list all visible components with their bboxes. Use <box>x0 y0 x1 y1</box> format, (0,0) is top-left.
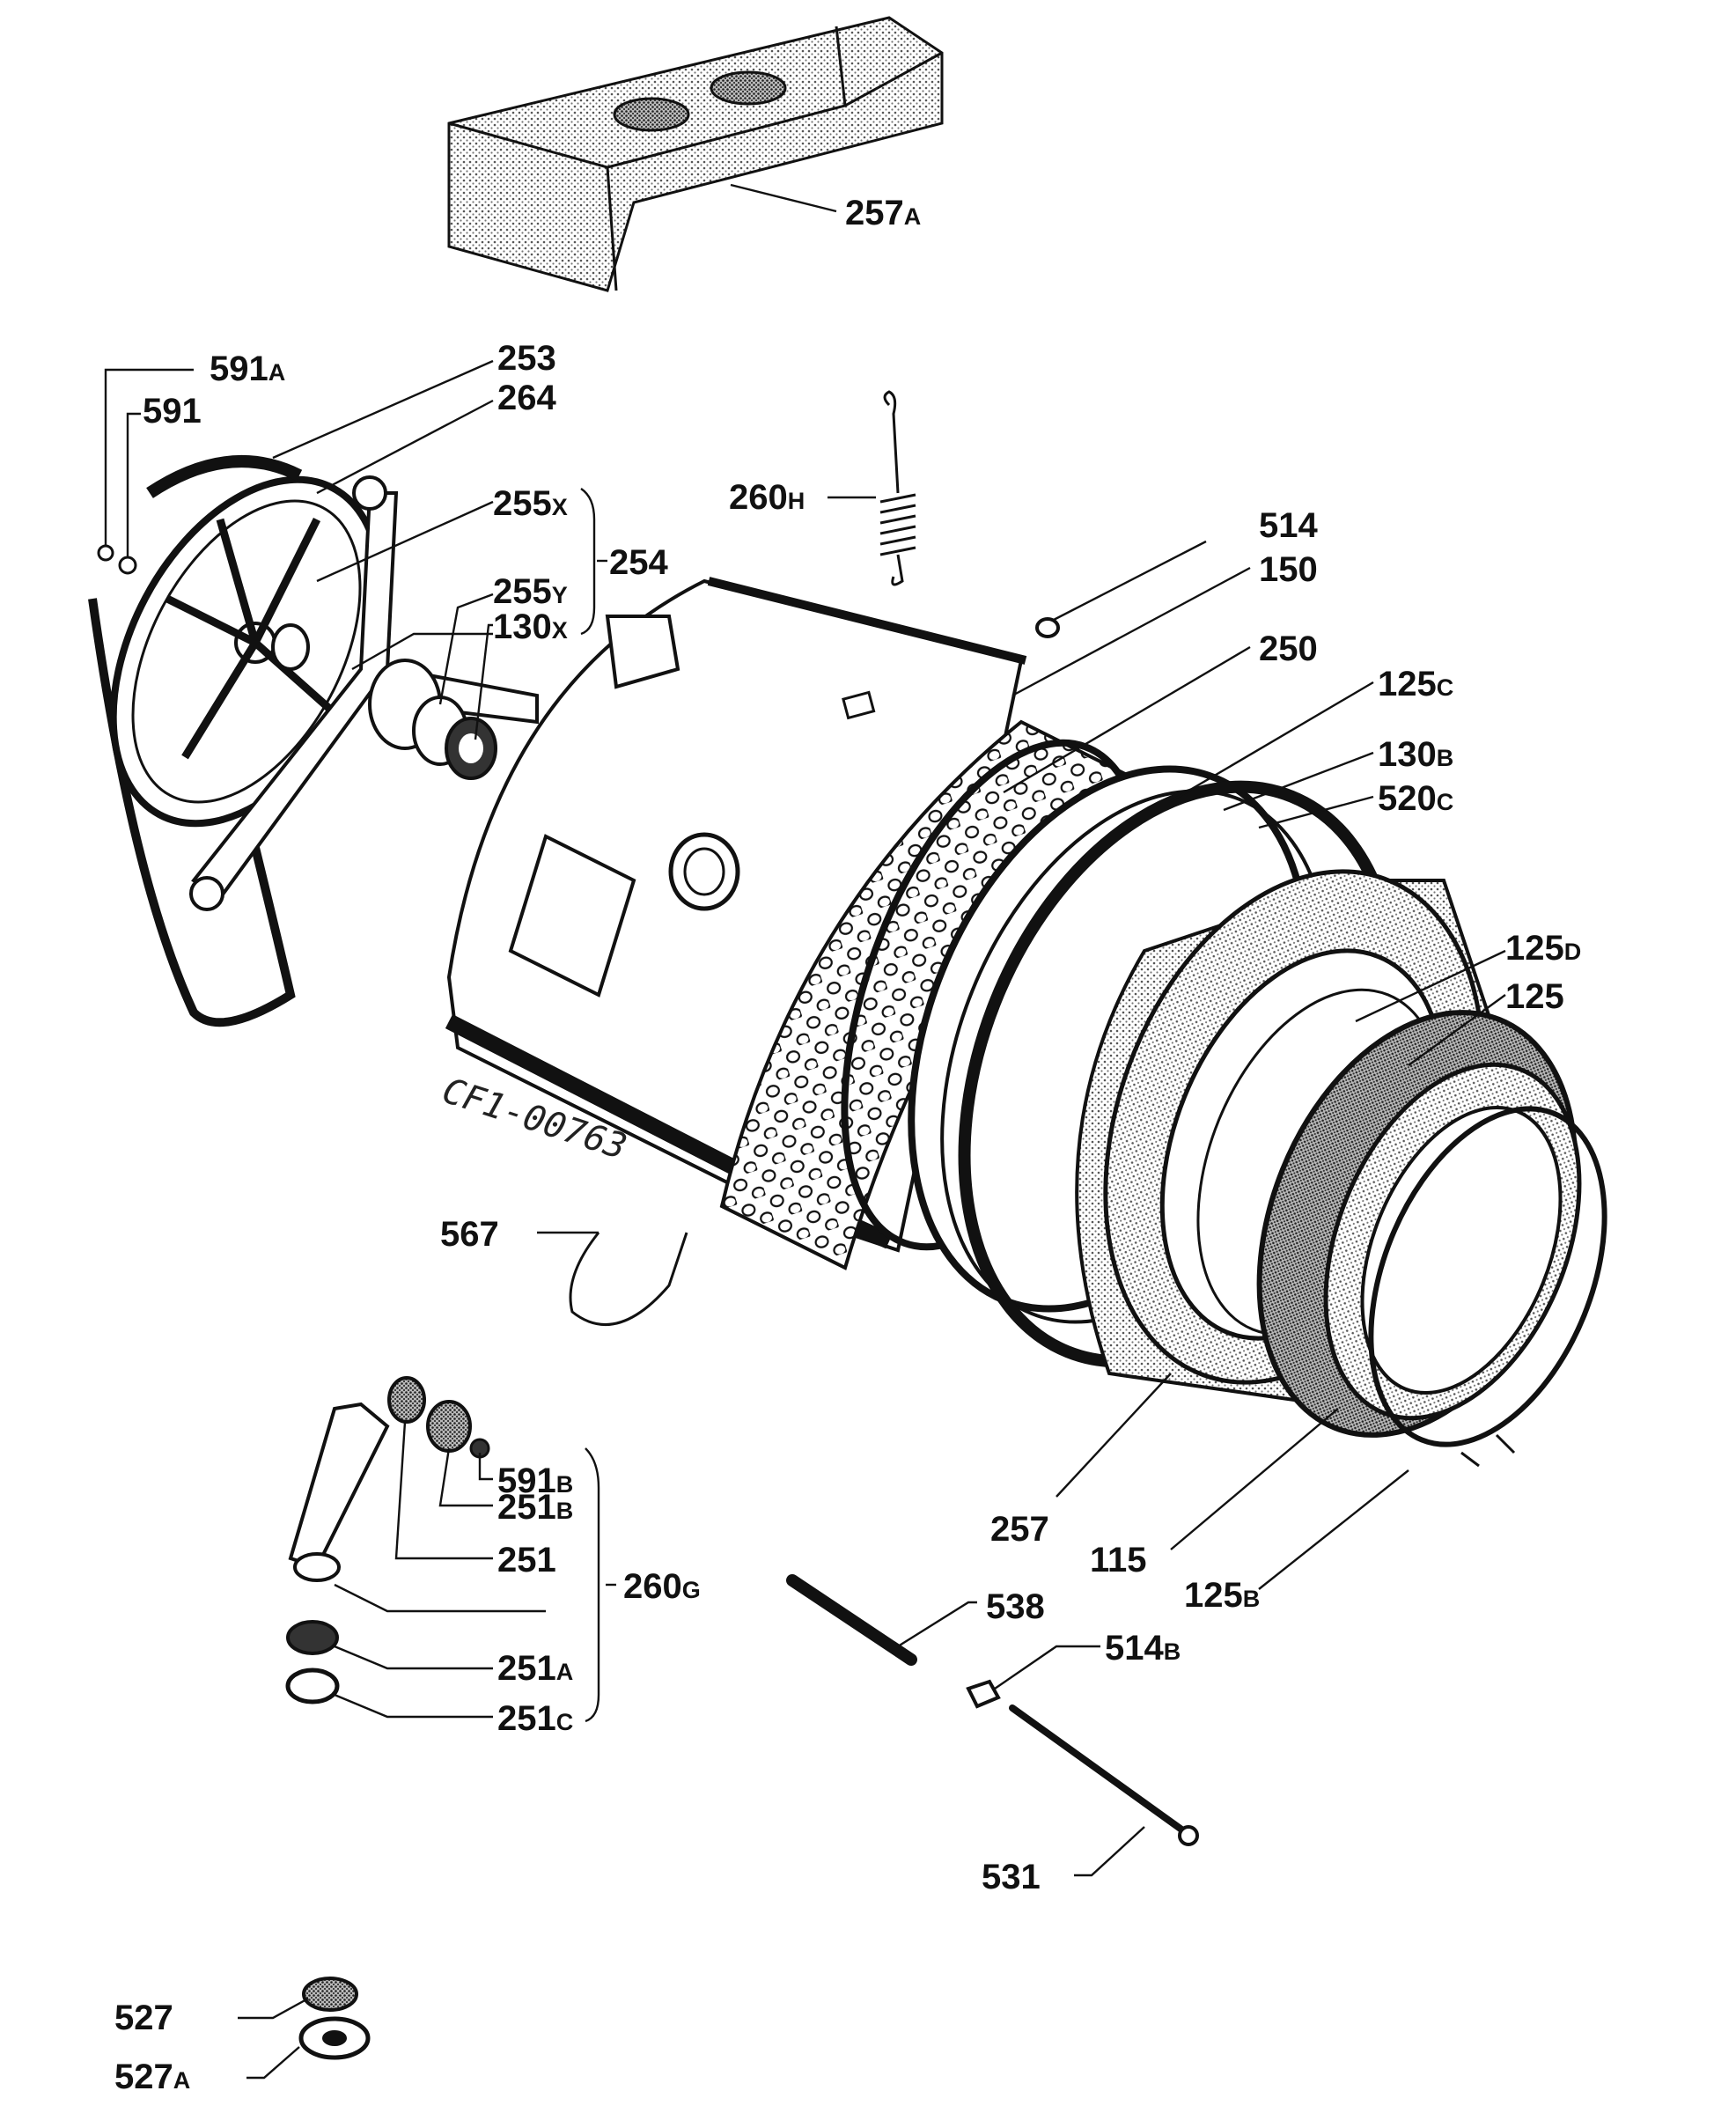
part-label-115: 115 <box>1090 1541 1147 1579</box>
part-suffix: B <box>1164 1638 1181 1665</box>
part-label-130x: 130X <box>493 607 568 646</box>
part-label-255x: 255X <box>493 484 568 523</box>
part-suffix: G <box>682 1577 701 1603</box>
shock-absorber-illustration <box>285 1376 490 1704</box>
ring-591a-illustration <box>97 544 114 562</box>
part-number: 125 <box>1184 1576 1243 1615</box>
part-label-150: 150 <box>1259 550 1318 589</box>
part-number: 115 <box>1090 1541 1147 1579</box>
part-suffix: C <box>1437 674 1454 701</box>
part-number: 538 <box>986 1587 1045 1626</box>
part-label-264: 264 <box>497 379 556 417</box>
part-suffix: A <box>268 359 286 386</box>
door-seal-illustration <box>1256 1010 1607 1468</box>
part-suffix: D <box>1564 939 1582 965</box>
part-number: 257 <box>990 1510 1049 1549</box>
leader-lines <box>104 183 1506 2080</box>
part-number: 251 <box>497 1541 556 1579</box>
part-label-531: 531 <box>982 1858 1041 1896</box>
part-number: 125 <box>1378 665 1437 703</box>
part-suffix: B <box>556 1471 574 1498</box>
part-number: 251 <box>497 1649 556 1688</box>
part-label-253: 253 <box>497 339 556 378</box>
part-suffix: B <box>556 1498 574 1524</box>
part-number: 254 <box>609 543 668 582</box>
part-suffix: Y <box>552 582 568 608</box>
part-number: 125 <box>1505 977 1564 1016</box>
part-number: 514 <box>1259 506 1318 545</box>
part-suffix: B <box>1243 1586 1261 1612</box>
part-suffix: A <box>904 203 922 230</box>
part-number: 531 <box>982 1858 1041 1896</box>
part-label-254: 254 <box>609 543 668 582</box>
part-suffix: A <box>173 2067 191 2094</box>
part-number: 255 <box>493 484 552 523</box>
part-labels: 257A 591A 591 253 264 255X 254 255Y 130X… <box>114 194 1581 2096</box>
part-label-130b: 130B <box>1378 735 1453 774</box>
spring-illustration <box>879 390 916 586</box>
part-label-125c: 125C <box>1378 665 1453 703</box>
pin-538-illustration <box>786 1574 917 1666</box>
part-number: 591 <box>497 1461 556 1500</box>
part-suffix: B <box>1437 745 1454 771</box>
part-number: 253 <box>497 339 556 378</box>
part-suffix: A <box>556 1659 574 1685</box>
part-number: 250 <box>1259 629 1318 668</box>
part-label-125: 125 <box>1505 977 1564 1016</box>
part-suffix: C <box>1437 789 1454 815</box>
part-label-520c: 520C <box>1378 779 1453 818</box>
part-label-251b: 251B <box>497 1488 573 1527</box>
part-number: 260 <box>623 1567 682 1606</box>
part-suffix: X <box>552 617 568 644</box>
part-label-514: 514 <box>1259 506 1318 545</box>
part-number: 255 <box>493 572 552 611</box>
part-number: 257 <box>845 194 904 232</box>
part-label-591a: 591A <box>210 350 285 388</box>
part-number: 264 <box>497 379 556 417</box>
part-label-527a: 527A <box>114 2058 190 2096</box>
part-label-250: 250 <box>1259 629 1318 668</box>
part-suffix: X <box>552 494 568 520</box>
bracket-567-illustration <box>569 1232 688 1326</box>
part-label-538: 538 <box>986 1587 1045 1626</box>
part-label-125b: 125B <box>1184 1576 1260 1615</box>
counterweight-top-illustration <box>447 16 944 292</box>
part-number: 520 <box>1378 779 1437 818</box>
part-label-260h: 260H <box>729 478 805 517</box>
part-number: 251 <box>497 1488 556 1527</box>
part-number: 527 <box>114 2058 173 2096</box>
part-number: 567 <box>440 1215 499 1254</box>
part-suffix: C <box>556 1709 574 1735</box>
part-number: 591 <box>143 392 202 431</box>
part-number: 125 <box>1505 929 1564 968</box>
part-label-251a: 251A <box>497 1649 573 1688</box>
part-label-255y: 255Y <box>493 572 568 611</box>
part-label-527: 527 <box>114 1999 173 2037</box>
part-label-257: 257 <box>990 1510 1049 1549</box>
part-label-251c: 251C <box>497 1699 573 1738</box>
part-label-567: 567 <box>440 1215 499 1254</box>
nut-527-illustration <box>298 1977 371 2060</box>
nut-514-illustration <box>1035 617 1060 638</box>
part-suffix: H <box>788 488 805 514</box>
part-number: 150 <box>1259 550 1318 589</box>
spider-arm-illustration <box>189 475 539 911</box>
part-number: 130 <box>1378 735 1437 774</box>
part-label-251: 251 <box>497 1541 556 1579</box>
part-number: 591 <box>210 350 268 388</box>
part-label-125d: 125D <box>1505 929 1581 968</box>
part-number: 527 <box>114 1999 173 2037</box>
part-number: 514 <box>1105 1629 1164 1668</box>
part-label-514b: 514B <box>1105 1629 1181 1668</box>
part-number: 130 <box>493 607 552 646</box>
part-label-591b: 591B <box>497 1461 573 1500</box>
part-label-591: 591 <box>143 392 202 431</box>
part-label-257a: 257A <box>845 194 921 232</box>
ring-591-illustration <box>118 556 137 575</box>
part-number: 251 <box>497 1699 556 1738</box>
bolt-531-illustration <box>966 1679 1199 1846</box>
part-label-260g: 260G <box>623 1567 701 1606</box>
part-number: 260 <box>729 478 788 517</box>
